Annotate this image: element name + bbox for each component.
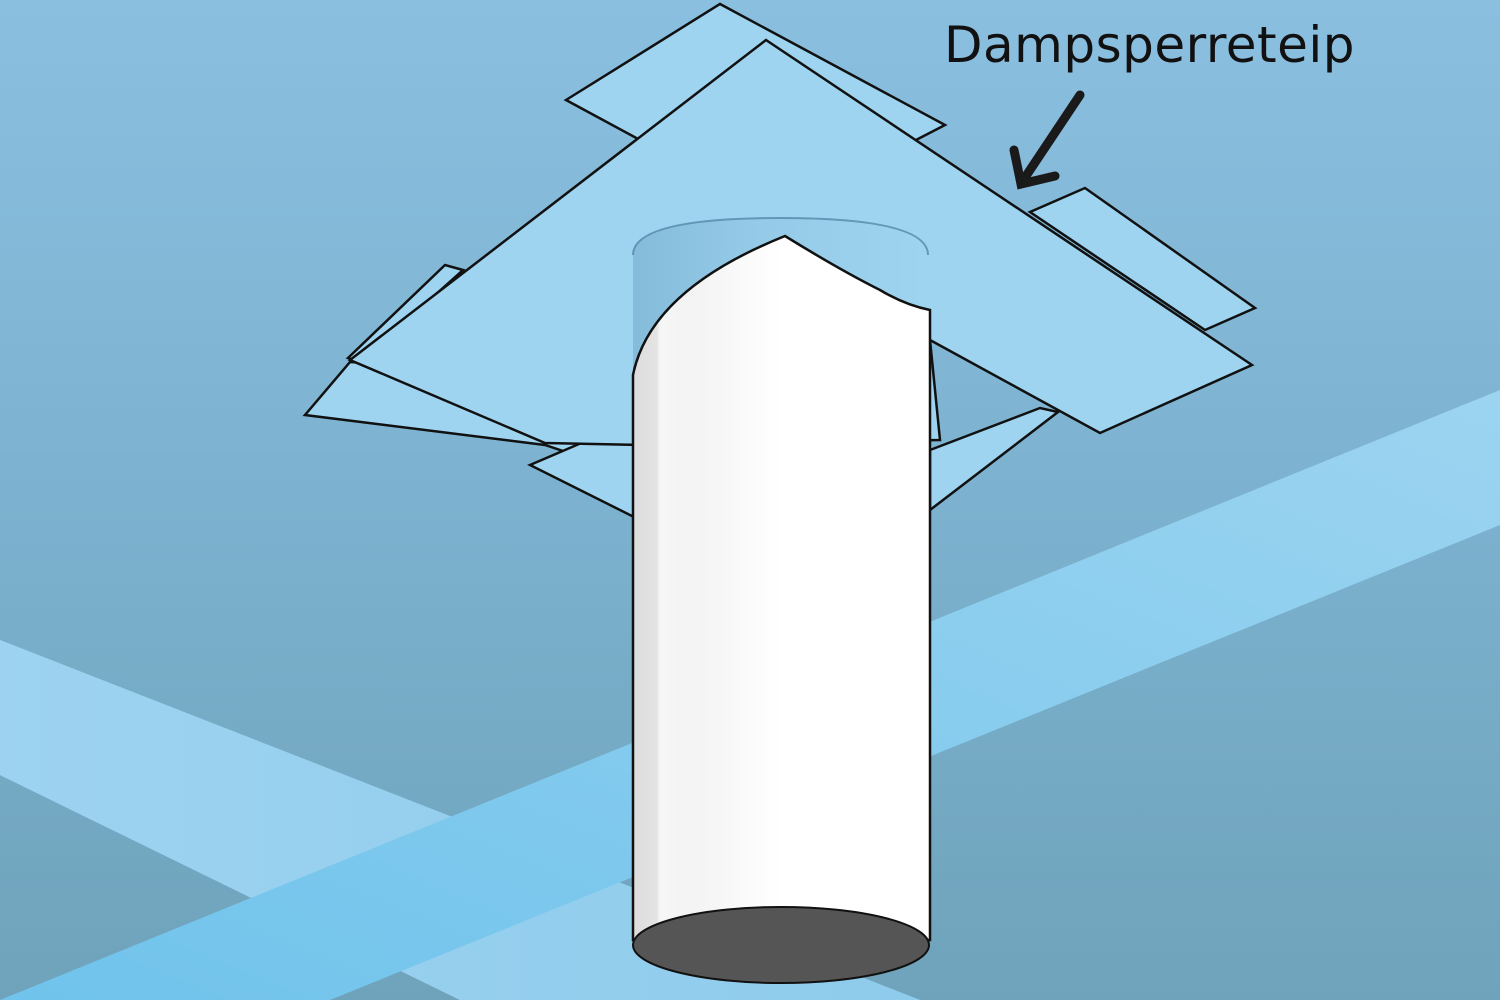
tape-piece-right-small	[1027, 186, 1258, 332]
pipe-body	[631, 234, 932, 942]
pipe-opening	[632, 906, 930, 984]
tape-label: Dampsperreteip	[944, 16, 1356, 74]
pipe-cylinder	[631, 216, 932, 984]
label-arrow	[1009, 90, 1085, 190]
